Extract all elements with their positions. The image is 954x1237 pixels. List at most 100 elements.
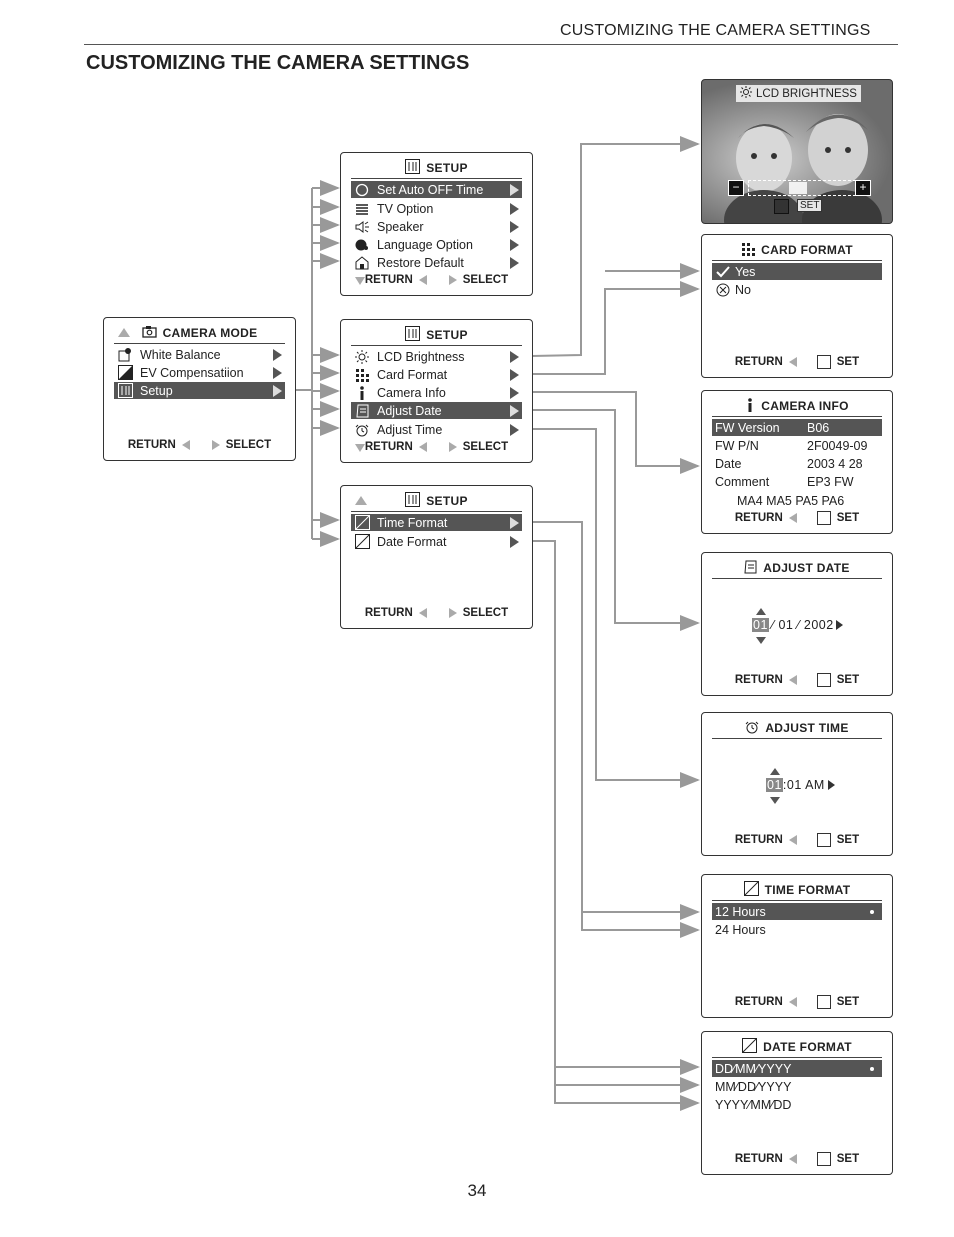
decrement-arrow-icon[interactable] <box>770 797 780 804</box>
return-button[interactable]: RETURN <box>364 441 413 453</box>
increment-arrow-icon[interactable] <box>756 608 766 615</box>
setup-title: SETUP <box>351 158 522 179</box>
set-button[interactable]: SET <box>836 1153 860 1165</box>
chevron-right-icon <box>510 535 519 548</box>
date-format-icon <box>354 534 370 550</box>
option-dd-mm-yyyy[interactable]: DD⁄MM⁄YYYY <box>712 1060 882 1077</box>
setup-menu-page-1: SETUP Set Auto OFF Time TV Option Speake… <box>340 152 533 296</box>
camera-mode-menu: CAMERA MODE White Balance EV Compensatii… <box>103 317 296 461</box>
setup-icon <box>405 492 421 510</box>
time-rest: :01 AM <box>782 778 825 792</box>
time-hour-field[interactable]: 01 <box>766 778 783 792</box>
return-button[interactable]: RETURN <box>127 439 176 451</box>
date-value: 01 ⁄ 01 ⁄ 2002 <box>752 618 843 632</box>
camera-info-title: CAMERA INFO <box>712 396 882 417</box>
select-button[interactable]: SELECT <box>225 439 272 451</box>
select-button[interactable]: SELECT <box>462 441 509 453</box>
menu-item-ev-compensation[interactable]: EV Compensatiion <box>114 364 285 381</box>
right-arrow-icon[interactable] <box>827 780 835 790</box>
select-button[interactable]: SELECT <box>462 607 509 619</box>
setup-menu-page-3: SETUP Time Format Date Format RETURN SEL… <box>340 485 533 629</box>
menu-item-adjust-time[interactable]: Adjust Time <box>351 421 522 438</box>
setup-icon <box>405 326 421 344</box>
menu-item-lcd-brightness[interactable]: LCD Brightness <box>351 348 522 365</box>
return-button[interactable]: RETURN <box>734 996 783 1008</box>
clock-icon <box>745 720 759 737</box>
option-24-hours[interactable]: 24 Hours <box>715 922 766 937</box>
info-icon <box>354 385 370 401</box>
white-balance-icon <box>117 347 133 363</box>
up-arrow-icon <box>355 496 367 505</box>
footer: RETURN SET <box>702 1152 892 1166</box>
adjust-time-title: ADJUST TIME <box>712 718 882 739</box>
menu-item-adjust-date[interactable]: Adjust Date <box>351 402 522 419</box>
return-button[interactable]: RETURN <box>364 274 413 286</box>
menu-item-time-format[interactable]: Time Format <box>351 514 522 531</box>
menu-item-language-option[interactable]: Language Option <box>351 236 522 253</box>
set-square-icon <box>816 1152 831 1166</box>
adjust-date-screen: ADJUST DATE 01 ⁄ 01 ⁄ 2002 RETURN SET <box>701 552 893 696</box>
set-button[interactable]: SET <box>836 512 860 524</box>
chevron-right-icon <box>273 366 282 379</box>
speaker-icon <box>354 219 370 235</box>
left-arrow-icon <box>788 513 797 523</box>
left-arrow-icon <box>181 440 190 450</box>
return-button[interactable]: RETURN <box>364 607 413 619</box>
increment-arrow-icon[interactable] <box>770 768 780 775</box>
chevron-right-icon <box>510 386 519 399</box>
set-button[interactable]: SET <box>836 996 860 1008</box>
menu-item-card-format[interactable]: Card Format <box>351 366 522 383</box>
power-icon <box>354 182 370 198</box>
right-arrow-icon[interactable] <box>835 620 843 630</box>
select-button[interactable]: SELECT <box>462 274 509 286</box>
left-arrow-icon <box>788 1154 797 1164</box>
chevron-right-icon <box>273 348 282 361</box>
set-button[interactable]: SET <box>836 674 860 686</box>
menu-item-set-auto-off-time[interactable]: Set Auto OFF Time <box>351 181 522 198</box>
menu-item-restore-default[interactable]: Restore Default <box>351 254 522 271</box>
chevron-right-icon <box>510 423 519 436</box>
menu-item-setup[interactable]: Setup <box>114 382 285 399</box>
return-button[interactable]: RETURN <box>734 1153 783 1165</box>
set-button[interactable]: SET <box>797 199 823 212</box>
set-button[interactable]: SET <box>836 356 860 368</box>
setup-title: SETUP <box>351 491 522 512</box>
chevron-right-icon <box>510 516 519 529</box>
date-day-field[interactable]: 01 <box>752 618 769 632</box>
footer: RETURN SET <box>702 673 892 687</box>
slider-thumb[interactable] <box>789 182 807 194</box>
return-button[interactable]: RETURN <box>734 674 783 686</box>
menu-item-camera-info[interactable]: Camera Info <box>351 384 522 401</box>
return-button[interactable]: RETURN <box>734 356 783 368</box>
down-arrow-icon <box>355 277 365 285</box>
menu-item-speaker[interactable]: Speaker <box>351 218 522 235</box>
down-arrow-icon <box>355 444 365 452</box>
footer: RETURN SET <box>702 355 892 369</box>
decrease-button[interactable]: − <box>728 180 744 196</box>
adjust-date-title: ADJUST DATE <box>712 558 882 579</box>
left-arrow-icon <box>418 275 427 285</box>
running-header: CUSTOMIZING THE CAMERA SETTINGS <box>560 22 871 39</box>
option-mm-dd-yyyy[interactable]: MM⁄DD⁄YYYY <box>715 1079 792 1094</box>
option-no[interactable]: No <box>712 281 882 298</box>
footer: RETURN SELECT <box>341 273 532 287</box>
card-format-icon <box>354 367 370 383</box>
increase-button[interactable]: + <box>855 180 871 196</box>
menu-item-white-balance[interactable]: White Balance <box>114 346 285 363</box>
return-button[interactable]: RETURN <box>734 512 783 524</box>
left-arrow-icon <box>788 357 797 367</box>
menu-item-date-format[interactable]: Date Format <box>351 533 522 550</box>
footer: RETURN SET <box>702 833 892 847</box>
page-title: CUSTOMIZING THE CAMERA SETTINGS <box>86 52 470 74</box>
decrement-arrow-icon[interactable] <box>756 637 766 644</box>
option-yes[interactable]: Yes <box>712 263 882 280</box>
menu-item-tv-option[interactable]: TV Option <box>351 200 522 217</box>
option-yyyy-mm-dd[interactable]: YYYY⁄MM⁄DD <box>715 1097 792 1112</box>
return-button[interactable]: RETURN <box>734 834 783 846</box>
option-12-hours[interactable]: 12 Hours <box>712 903 882 920</box>
time-format-screen: TIME FORMAT 12 Hours 24 Hours RETURN SET <box>701 874 893 1018</box>
set-button[interactable]: SET <box>836 834 860 846</box>
up-arrow-icon <box>118 328 130 337</box>
brightness-slider[interactable] <box>748 180 856 196</box>
